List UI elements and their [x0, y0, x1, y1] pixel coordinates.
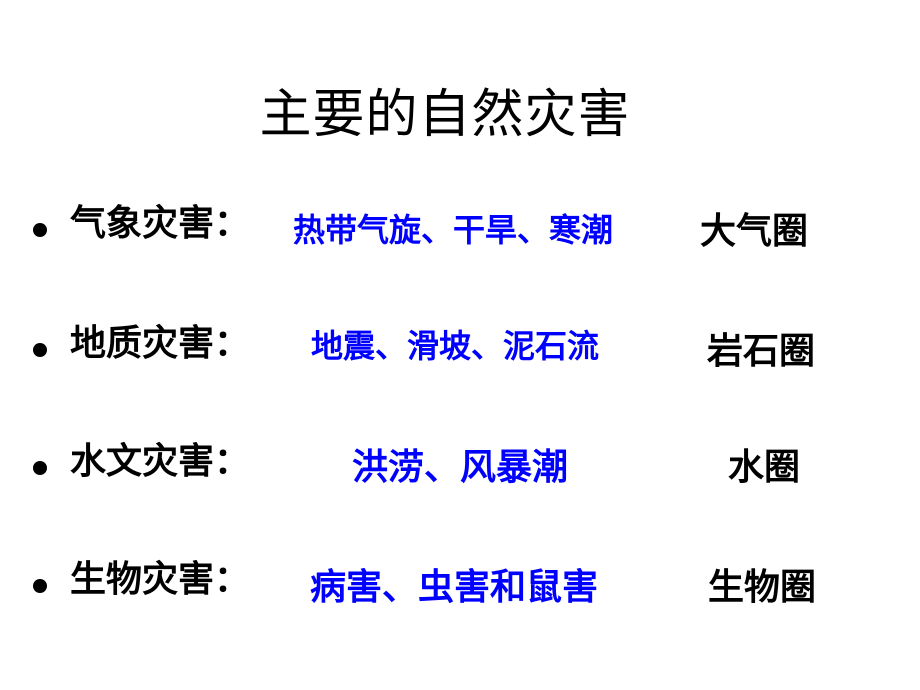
examples-text: 病害、虫害和鼠害	[310, 567, 599, 608]
list-item-geological: 地质灾害： 地震、滑坡、泥石流 岩石圈	[0, 322, 920, 382]
examples-text: 地震、滑坡、泥石流	[311, 327, 600, 365]
slide-title: 主要的自然灾害	[259, 85, 631, 145]
bullet-icon	[33, 461, 47, 475]
examples-text: 热带气旋、干旱、寒潮	[293, 211, 614, 249]
bullet-icon	[33, 223, 47, 237]
bullet-icon	[33, 579, 47, 593]
sphere-label: 生物圈	[708, 567, 817, 608]
examples-text: 洪涝、风暴潮	[352, 447, 569, 488]
bullet-icon	[33, 343, 47, 357]
sphere-label: 岩石圈	[707, 331, 816, 372]
sphere-label: 大气圈	[700, 211, 809, 252]
category-label: 地质灾害：	[70, 323, 251, 364]
list-item-meteorological: 气象灾害： 热带气旋、干旱、寒潮 大气圈	[0, 202, 920, 262]
list-item-hydrological: 水文灾害： 洪涝、风暴潮 水圈	[0, 440, 920, 500]
sphere-label: 水圈	[728, 447, 801, 488]
list-item-biological: 生物灾害： 病害、虫害和鼠害 生物圈	[0, 558, 920, 618]
category-label: 生物灾害：	[70, 559, 251, 600]
category-label: 水文灾害：	[70, 441, 251, 482]
category-label: 气象灾害：	[70, 203, 251, 244]
